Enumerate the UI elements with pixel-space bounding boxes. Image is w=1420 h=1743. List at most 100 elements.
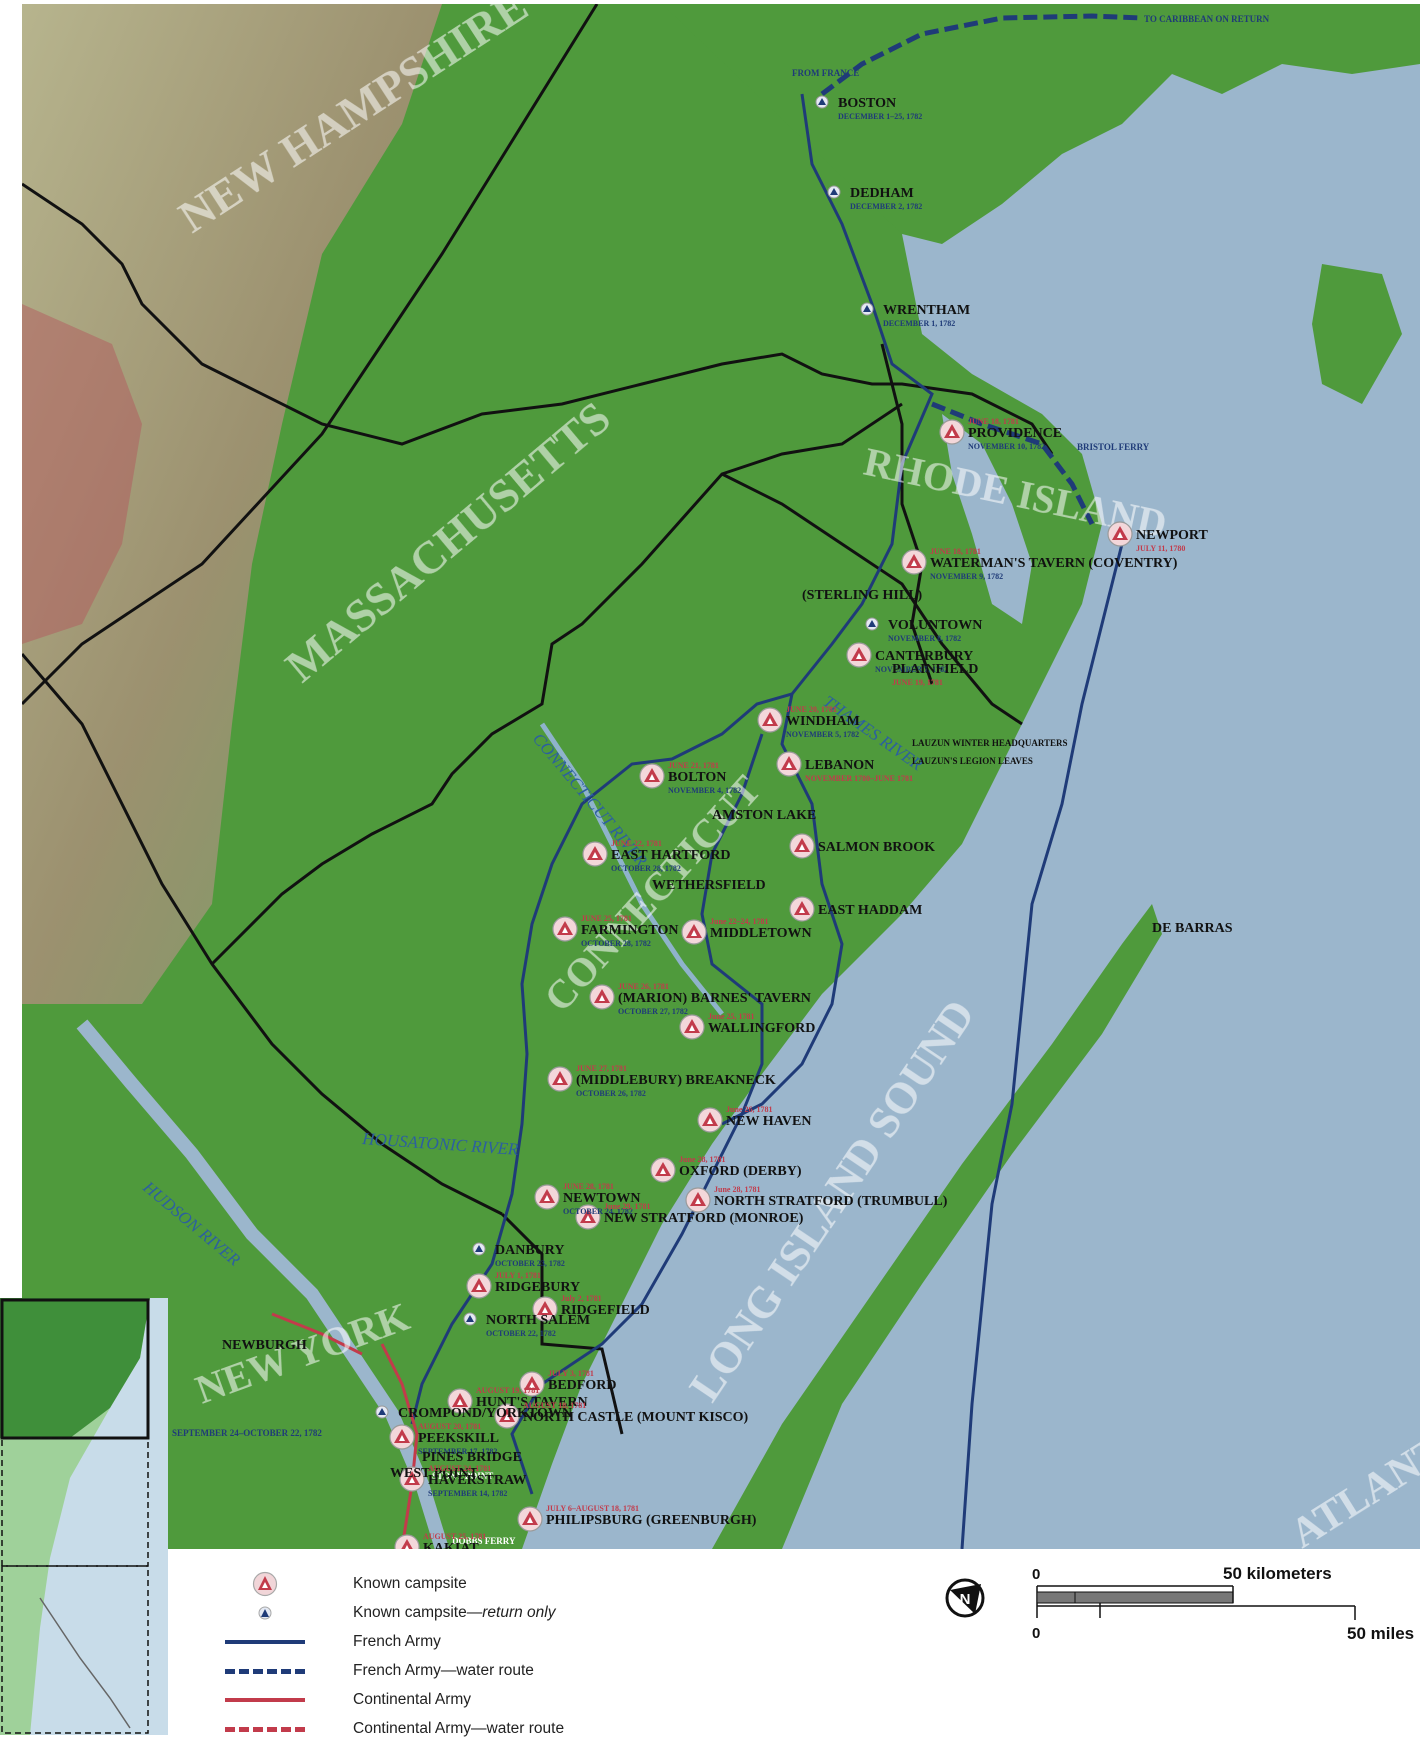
place-date: OCTOBER 23, 1782 bbox=[495, 1259, 565, 1268]
north-arrow-icon: N bbox=[945, 1578, 985, 1618]
place-name: BEDFORD bbox=[548, 1378, 616, 1393]
map-canvas: NEW HAMPSHIRE MASSACHUSETTS RHODE ISLAND… bbox=[22, 4, 1420, 1549]
place-date: NOVEMBER 7, 1782 bbox=[875, 665, 948, 674]
place-name: BOLTON bbox=[668, 770, 726, 785]
place-name: HAVERSTRAW bbox=[428, 1473, 527, 1488]
legend-label: Known campsite bbox=[353, 1575, 467, 1592]
campsite-marker bbox=[681, 919, 707, 945]
place-date-continental: JUNE 27, 1781 bbox=[576, 1064, 627, 1073]
place-date-continental: June 29, 1781 bbox=[604, 1202, 650, 1211]
place-date-continental: JUNE 21, 1781 bbox=[668, 761, 719, 770]
note-bristol-ferry: BRISTOL FERRY bbox=[1077, 442, 1150, 452]
place-date: OCTOBER 28, 1782 bbox=[581, 939, 651, 948]
place-date-continental: JUNE 25, 1781 bbox=[581, 914, 632, 923]
place-date-continental: June 26, 1781 bbox=[726, 1105, 772, 1114]
place-date: JULY 11, 1780 bbox=[1136, 544, 1185, 553]
place-name: WINDHAM bbox=[786, 714, 860, 729]
campsite-marker bbox=[789, 833, 815, 859]
place-name: PROVIDENCE bbox=[968, 426, 1062, 441]
campsite-marker bbox=[582, 841, 608, 867]
legend-label: Continental Army—water route bbox=[353, 1720, 565, 1737]
campsite-marker bbox=[399, 1466, 425, 1492]
note-from-france: FROM FRANCE bbox=[792, 68, 859, 78]
place-date-continental: JULY 6–AUGUST 18, 1781 bbox=[546, 1504, 639, 1513]
place-name: NEWPORT bbox=[1136, 528, 1209, 543]
return-campsite-marker bbox=[815, 95, 829, 109]
place-name: NEW STRATFORD (MONROE) bbox=[604, 1211, 804, 1226]
place-name: WALLINGFORD bbox=[708, 1021, 815, 1036]
place-date-continental: JULY 1, 1781 bbox=[495, 1271, 541, 1280]
place-date-continental: July 2, 1781 bbox=[561, 1294, 602, 1303]
narragansett-bay bbox=[942, 414, 1032, 624]
note-caribbean: TO CARIBBEAN ON RETURN bbox=[1144, 14, 1270, 24]
place-name: DEDHAM bbox=[850, 186, 914, 201]
place-name: WATERMAN'S TAVERN (COVENTRY) bbox=[930, 556, 1178, 571]
place-name: EAST HADDAM bbox=[818, 903, 922, 918]
place-date: OCTOBER 27, 1782 bbox=[618, 1007, 688, 1016]
place-name: NORTH SALEM bbox=[486, 1313, 590, 1328]
campsite-return-icon bbox=[225, 1603, 305, 1623]
place-name: PINES BRIDGE bbox=[422, 1450, 522, 1465]
mi-zero: 0 bbox=[1032, 1625, 1040, 1642]
return-campsite-marker bbox=[463, 1312, 477, 1326]
legend-label: Known campsite—return only bbox=[353, 1604, 556, 1621]
place-date-continental: AUGUST 19, 1781 bbox=[476, 1386, 539, 1395]
mainland bbox=[22, 4, 1102, 1549]
place-name: OXFORD (DERBY) bbox=[679, 1164, 802, 1179]
place-date: NOVEMBER 9, 1782 bbox=[930, 572, 1003, 581]
legend-item-continental: Continental Army bbox=[225, 1686, 745, 1714]
locator-inset bbox=[0, 1298, 168, 1735]
campsite-marker bbox=[575, 1204, 601, 1230]
place-name: CANTERBURY bbox=[875, 649, 973, 664]
place-name: LEBANON bbox=[805, 758, 874, 773]
place-date: OCTOBER 24, 1782 bbox=[563, 1207, 633, 1216]
legend-item-campsite-return: Known campsite—return only bbox=[225, 1599, 745, 1627]
campsite-marker bbox=[589, 984, 615, 1010]
legend-item-french-water: French Army—water route bbox=[225, 1657, 745, 1685]
place-name: (MARION) BARNES' TAVERN bbox=[618, 991, 811, 1006]
place-name: EAST HARTFORD bbox=[611, 848, 730, 863]
campsite-marker bbox=[1107, 521, 1133, 547]
return-campsite-marker bbox=[860, 302, 874, 316]
campsite-marker bbox=[547, 1066, 573, 1092]
return-campsite-marker bbox=[375, 1405, 389, 1419]
place-name: SALMON BROOK bbox=[818, 840, 935, 855]
return-campsite-marker bbox=[472, 1242, 486, 1256]
place-name: PHILIPSBURG (GREENBURGH) bbox=[546, 1513, 757, 1528]
place-date: OCTOBER 26, 1782 bbox=[576, 1089, 646, 1098]
place-name: NEW HAVEN bbox=[726, 1114, 811, 1129]
km-label: 50 kilometers bbox=[1223, 1564, 1332, 1583]
place-date-continental: June 28, 1781 bbox=[679, 1155, 725, 1164]
place-date-continental: JULY 3, 1781 bbox=[548, 1369, 594, 1378]
place-date-continental: JUNE 18, 1781 bbox=[968, 417, 1019, 426]
place-date: NOVEMBER 5, 1782 bbox=[786, 730, 859, 739]
km-zero: 0 bbox=[1032, 1566, 1040, 1583]
continental-routes bbox=[271, 1312, 419, 1549]
continental-line-icon bbox=[225, 1690, 305, 1710]
place-date-continental: JUNE 20, 1781 bbox=[786, 705, 837, 714]
legend-label: Continental Army bbox=[353, 1691, 472, 1708]
campsite-marker bbox=[534, 1184, 560, 1210]
side-note: SEPTEMBER 24–OCTOBER 22, 1782 bbox=[172, 1428, 322, 1438]
note-lauzun-leaves: LAUZUN'S LEGION LEAVES bbox=[912, 756, 1033, 766]
legend-label: French Army bbox=[353, 1633, 441, 1650]
place-name: BOSTON bbox=[838, 96, 896, 111]
place-date: DECEMBER 1–25, 1782 bbox=[838, 112, 922, 121]
route-notes: TO CARIBBEAN ON RETURN FROM FRANCE BRIST… bbox=[432, 14, 1270, 1546]
note-stony-point: STONY POINT bbox=[432, 1471, 493, 1481]
place-name: FARMINGTON bbox=[581, 923, 678, 938]
place-name: NEWTOWN bbox=[563, 1191, 641, 1206]
inset-map bbox=[0, 1298, 168, 1735]
campsite-marker bbox=[639, 763, 665, 789]
place-date-continental: JUNE 26, 1781 bbox=[618, 982, 669, 991]
campsite-marker bbox=[532, 1296, 558, 1322]
place-date: SEPTEMBER 17, 1782 bbox=[418, 1447, 497, 1456]
campsite-marker bbox=[776, 751, 802, 777]
campsite-marker bbox=[552, 916, 578, 942]
note-dobbs-ferry: DOBBS FERRY bbox=[452, 1536, 516, 1546]
place-date-continental: JUNE 28, 1781 bbox=[563, 1182, 614, 1191]
campsite-marker bbox=[679, 1014, 705, 1040]
campsite-marker bbox=[519, 1371, 545, 1397]
highland-peaks bbox=[22, 304, 142, 644]
place-date-continental: AUGUST 20, 1781 bbox=[418, 1422, 481, 1431]
